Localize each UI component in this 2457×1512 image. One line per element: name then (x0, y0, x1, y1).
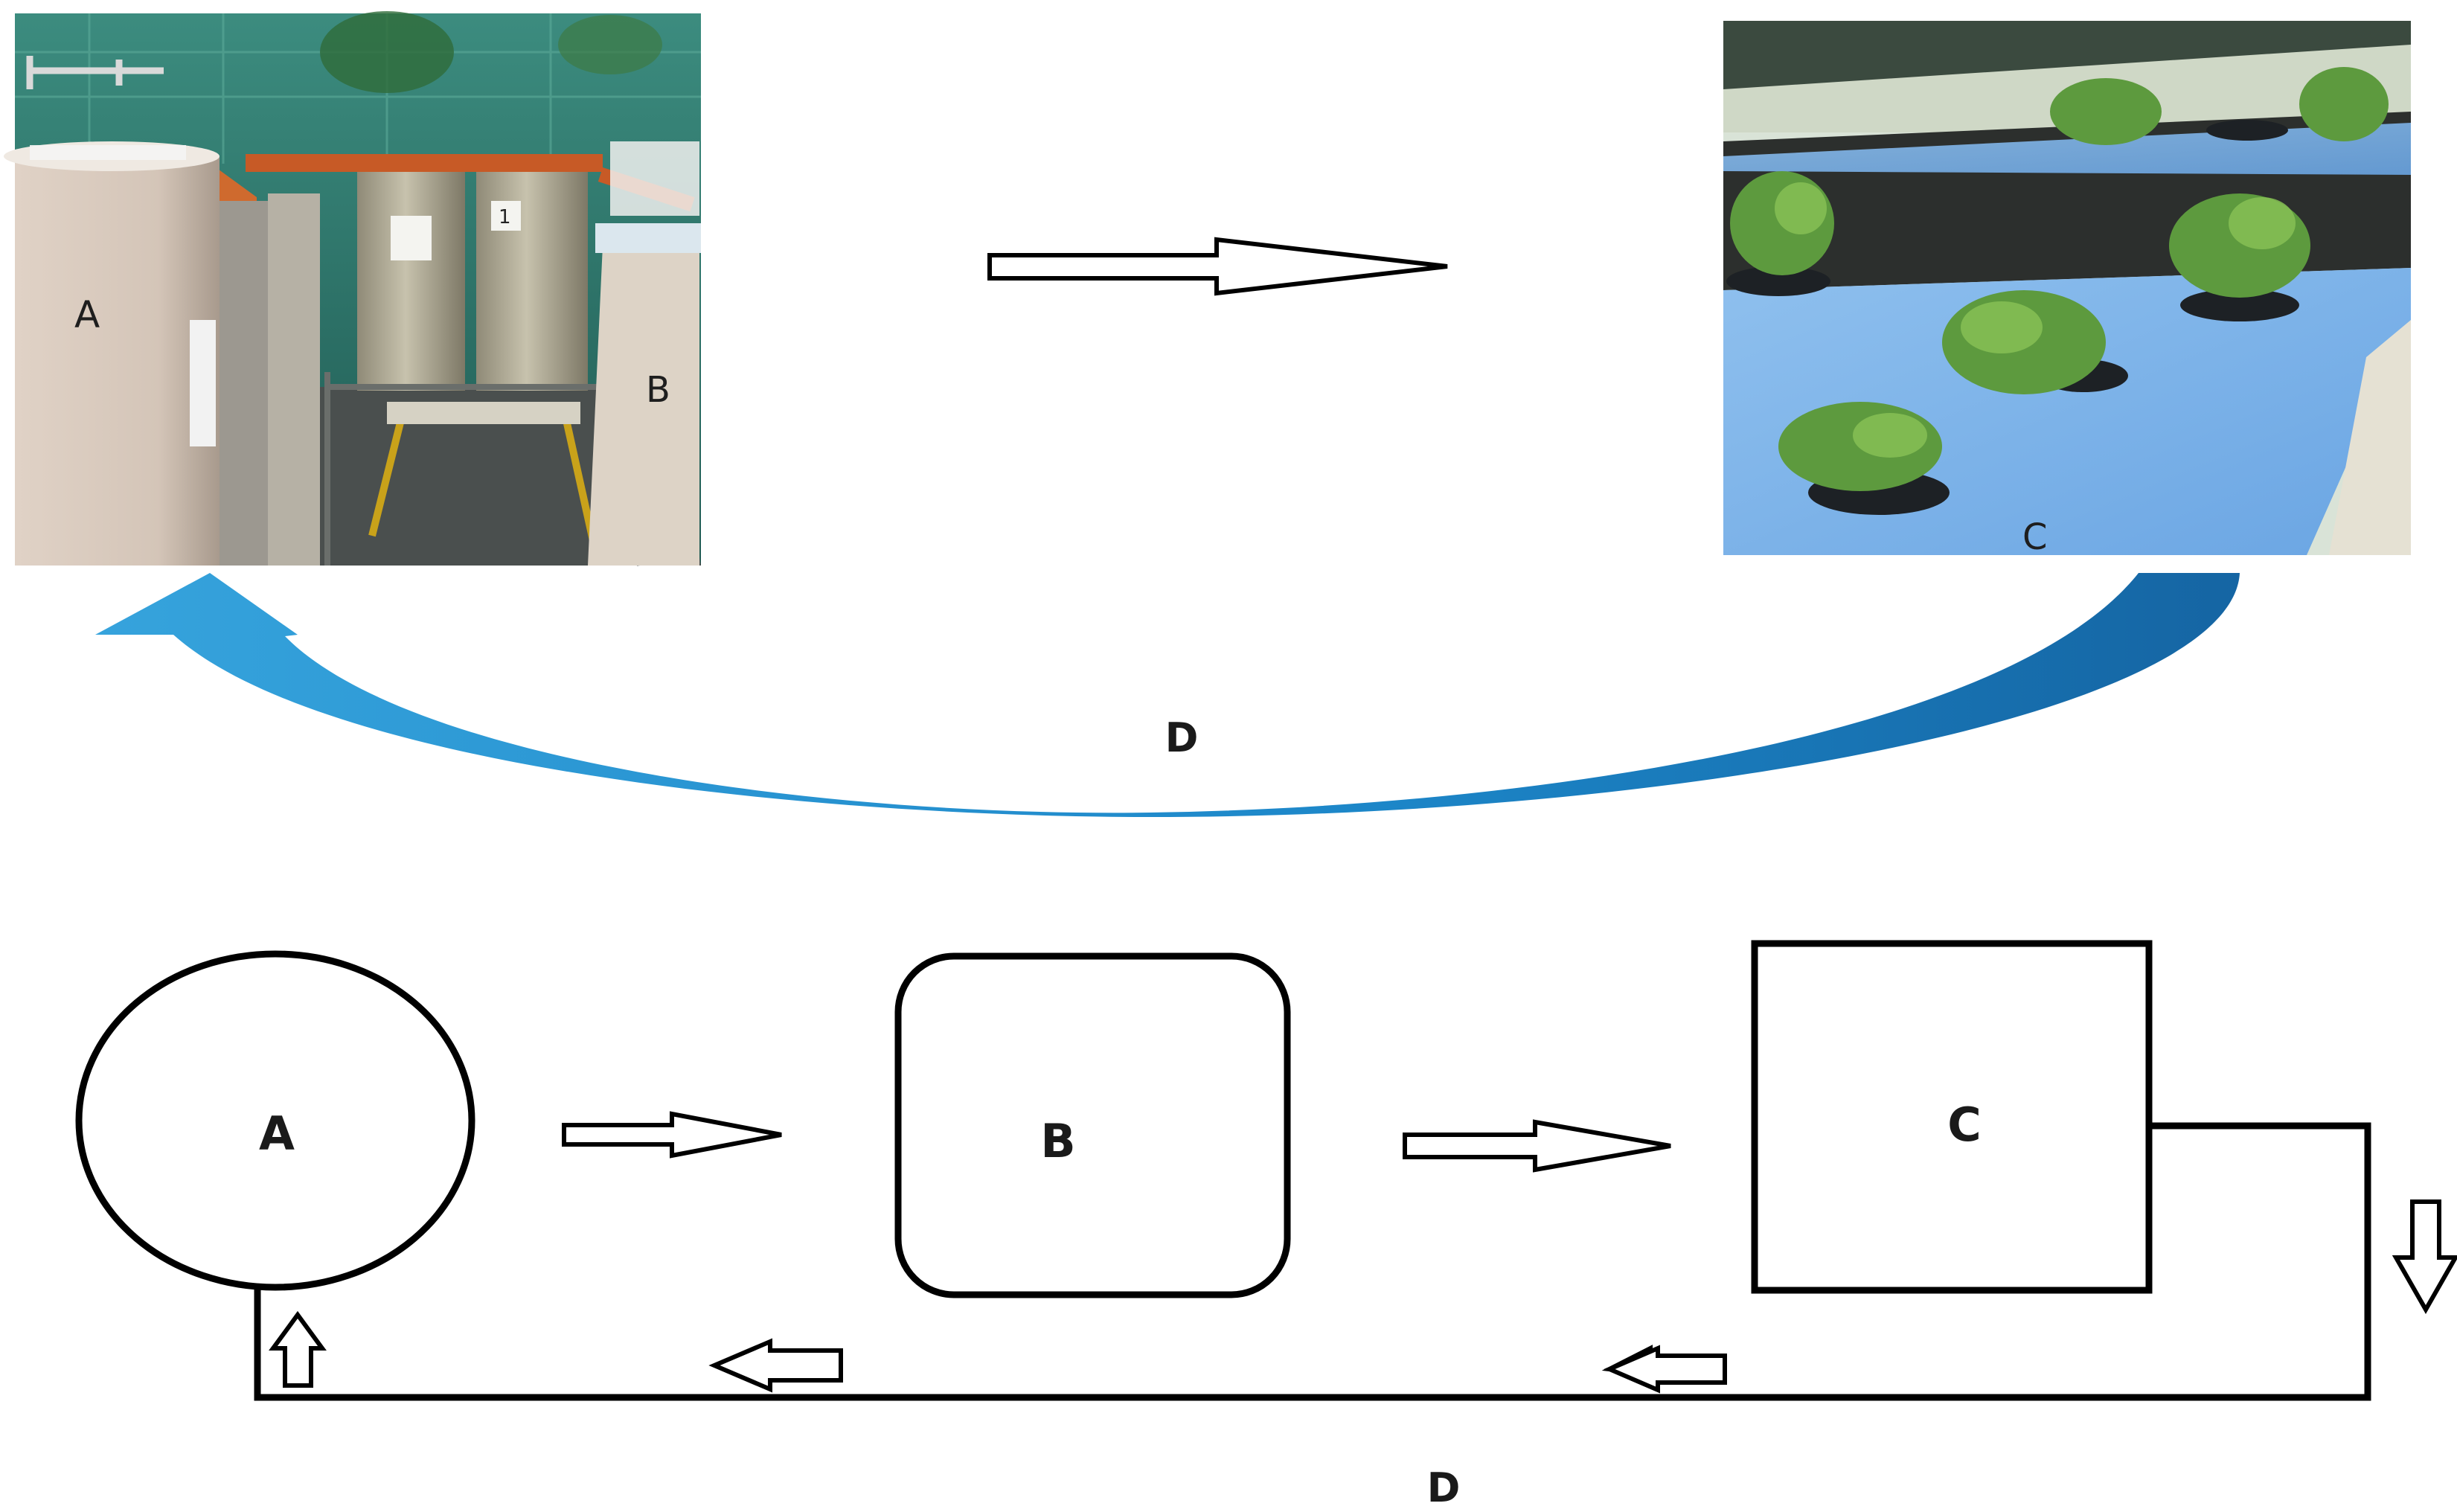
top-cycle-label: D (1165, 714, 1199, 761)
node-a-label: A (259, 1106, 295, 1161)
node-a-ellipse (75, 950, 475, 1291)
tank-b-label: B (646, 369, 670, 411)
tank-photo: 1 A B (4, 11, 701, 566)
node-b-label: B (1040, 1114, 1075, 1168)
schematic: A B C D (75, 940, 2457, 1511)
tank-a-label: A (74, 293, 100, 336)
return-loop-line (254, 1122, 2371, 1401)
return-flow-curved-arrow (95, 573, 2240, 817)
arrow-a-to-b (562, 1111, 782, 1159)
node-c-label: C (1947, 1098, 1982, 1152)
svg-text:1: 1 (499, 206, 511, 228)
return-flow-label: D (1427, 1464, 1461, 1511)
return-left-arrow-left (708, 1338, 843, 1393)
photo-forward-arrow (987, 237, 1448, 296)
plant-bed-photo: C (1723, 21, 2411, 558)
arrow-b-to-c (1403, 1119, 1671, 1173)
plant-bed-c-label: C (2022, 516, 2048, 558)
node-c-box (1751, 940, 2153, 1294)
return-up-arrow (269, 1310, 327, 1388)
return-down-arrow (2392, 1199, 2457, 1315)
node-b-box (894, 952, 1291, 1298)
return-left-arrow-right-head (1604, 1345, 1727, 1394)
